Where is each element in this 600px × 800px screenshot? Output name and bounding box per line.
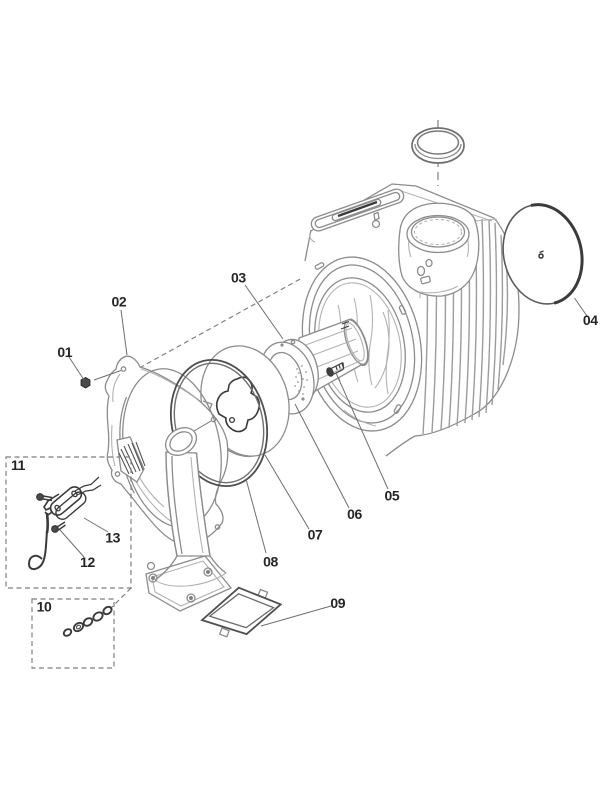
svg-text:11: 11 [11, 457, 26, 473]
svg-text:01: 01 [57, 344, 72, 360]
svg-text:07: 07 [308, 527, 323, 543]
svg-text:08: 08 [263, 554, 278, 570]
svg-text:06: 06 [347, 506, 362, 522]
svg-text:09: 09 [330, 595, 345, 611]
svg-text:04: 04 [583, 312, 598, 328]
svg-text:13: 13 [105, 530, 120, 546]
svg-text:12: 12 [80, 554, 95, 570]
svg-text:02: 02 [112, 294, 127, 310]
svg-text:03: 03 [231, 270, 246, 286]
svg-text:05: 05 [385, 488, 400, 504]
svg-text:10: 10 [37, 599, 52, 615]
